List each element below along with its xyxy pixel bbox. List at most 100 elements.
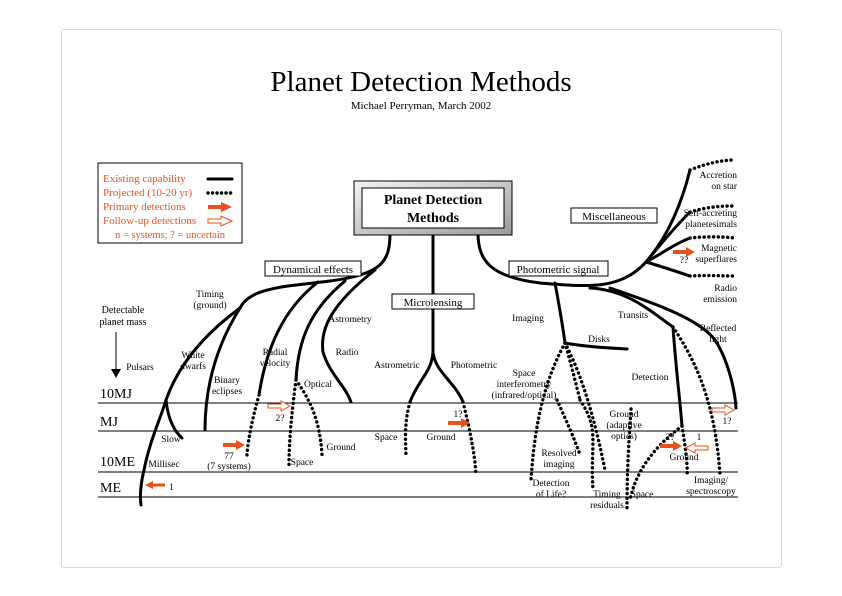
legend-primary-arrow-icon — [208, 202, 232, 212]
label-white-1: White — [181, 351, 204, 361]
followup-arrows — [267, 400, 736, 454]
label-timingres-1: Timing — [593, 490, 621, 500]
label-resolved-1: Resolved — [541, 449, 577, 459]
box-photometric-label: Photometric signal — [517, 264, 600, 276]
axis-label-line1: Detectable — [102, 305, 145, 316]
count-rv-systems: (7 systems) — [207, 461, 251, 472]
detection-counts: 1 77 (7 systems) 2? 1? 2? 1 1? ?? — [169, 256, 731, 493]
projected-branches — [245, 158, 737, 510]
label-astrometry: Astrometry — [328, 315, 372, 325]
box-microlensing-label: Microlensing — [404, 297, 463, 309]
box-dynamical: Dynamical effects — [264, 260, 362, 277]
label-spaceinterf-1: Space — [513, 369, 536, 379]
count-pulsar: 1 — [169, 483, 174, 493]
label-timing-2: (ground) — [193, 300, 226, 311]
level-mj: MJ — [100, 415, 118, 430]
count-rv: 77 — [224, 452, 234, 462]
label-radial-2: velocity — [260, 359, 291, 369]
level-10mj: 10MJ — [100, 387, 132, 402]
axis-arrow-down-icon — [111, 369, 121, 378]
label-spaceinterf-2: interferometry — [497, 379, 552, 390]
legend-existing-label: Existing capability — [103, 173, 186, 185]
label-optical: Optical — [304, 380, 332, 390]
label-accretion-2: on star — [711, 182, 737, 192]
page-title: Planet Detection Methods — [270, 66, 571, 98]
legend: Existing capability Projected (10-20 yr)… — [97, 162, 243, 244]
label-white-2: dwarfs — [180, 361, 206, 372]
label-ground-photo: Ground — [669, 453, 698, 463]
legend-projected-label: Projected (10-20 yr) — [103, 187, 193, 199]
label-pulsars: Pulsars — [126, 363, 154, 373]
label-imgspec-1: Imaging/ — [694, 476, 729, 486]
label-life-2: of Life? — [536, 489, 566, 500]
root-box: Planet Detection Methods — [353, 180, 513, 236]
transit-followup-arrow-icon — [684, 442, 709, 454]
label-groundao-1: Ground — [609, 410, 638, 420]
legend-note: n = systems; ? = uncertain — [115, 230, 226, 241]
label-transits: Transits — [618, 311, 649, 321]
root-title-line1: Planet Detection — [384, 193, 483, 208]
axis-label-line2: planet mass — [100, 317, 147, 328]
label-groundao-2: (adaptive — [606, 420, 641, 431]
label-resolved-2: imaging — [543, 460, 574, 470]
label-space-photo: Space — [631, 490, 654, 500]
box-photometric: Photometric signal — [508, 260, 609, 277]
label-reflected-1: Reflected — [700, 323, 737, 334]
magnetic-primary-arrow-icon — [673, 247, 695, 257]
legend-primary-label: Primary detections — [103, 201, 186, 213]
reflected-followup-arrow-icon — [711, 404, 736, 416]
label-radioem-2: emission — [703, 295, 737, 305]
legend-followup-arrow-icon — [207, 215, 234, 227]
label-spaceinterf-3: (infrared/optical) — [492, 390, 557, 401]
count-transit: 2? — [666, 433, 675, 443]
primary-arrows — [145, 247, 695, 489]
branch-labels: Timing (ground) Pulsars White dwarfs Bin… — [126, 171, 738, 511]
box-misc-label: Miscellaneous — [582, 211, 646, 223]
label-ground-micro: Ground — [426, 433, 455, 443]
label-binary-1: Binary — [214, 376, 240, 386]
label-radioem-1: Radio — [714, 284, 737, 294]
count-transit-followup: 1 — [697, 433, 702, 443]
box-dynamical-label: Dynamical effects — [273, 264, 353, 276]
label-astrometric: Astrometric — [374, 361, 419, 371]
rv-primary-arrow-icon — [223, 440, 245, 450]
label-detection: Detection — [632, 373, 669, 383]
label-imaging: Imaging — [512, 314, 544, 324]
label-millisec: Millisec — [148, 460, 179, 470]
box-misc: Miscellaneous — [570, 207, 658, 224]
label-reflected-2: light — [709, 335, 727, 345]
label-radial-1: Radial — [263, 348, 288, 358]
label-disks: Disks — [588, 335, 610, 345]
label-slow: Slow — [161, 435, 181, 445]
rv-followup-arrow-icon — [267, 400, 292, 412]
transit-primary-arrow-icon — [660, 441, 682, 451]
label-magnetic-1: Magnetic — [701, 244, 737, 254]
label-timing-1: Timing — [196, 290, 224, 300]
label-accretion-1: Accretion — [700, 171, 738, 181]
micro-primary-arrow-icon — [448, 418, 470, 428]
label-ground-dyn: Ground — [326, 443, 355, 453]
count-reflected: 1? — [723, 417, 732, 427]
mass-level-lines — [98, 402, 738, 498]
label-binary-2: eclipses — [212, 387, 242, 397]
pulsar-primary-arrow-icon — [145, 481, 165, 489]
label-groundao-3: optics) — [611, 431, 637, 442]
label-selfacc-2: planetesimals — [685, 220, 737, 230]
label-space-dyn: Space — [291, 458, 314, 468]
root-title-line2: Methods — [407, 211, 460, 226]
label-life-1: Detection — [533, 479, 570, 489]
box-microlensing: Microlensing — [391, 293, 475, 310]
label-radio: Radio — [336, 348, 359, 358]
label-space-micro: Space — [375, 433, 398, 443]
count-micro: 1? — [454, 410, 463, 420]
level-me: ME — [100, 481, 121, 496]
label-timingres-2: residuals — [590, 501, 624, 511]
label-selfacc-1: Self-accreting — [684, 208, 738, 219]
level-10me: 10ME — [100, 455, 135, 470]
legend-followup-label: Follow-up detections — [103, 215, 196, 227]
count-rv-followup: 2? — [276, 414, 285, 424]
label-magnetic-2: superflares — [695, 254, 737, 265]
label-photometric: Photometric — [451, 361, 497, 371]
page-subtitle: Michael Perryman, March 2002 — [351, 100, 492, 112]
